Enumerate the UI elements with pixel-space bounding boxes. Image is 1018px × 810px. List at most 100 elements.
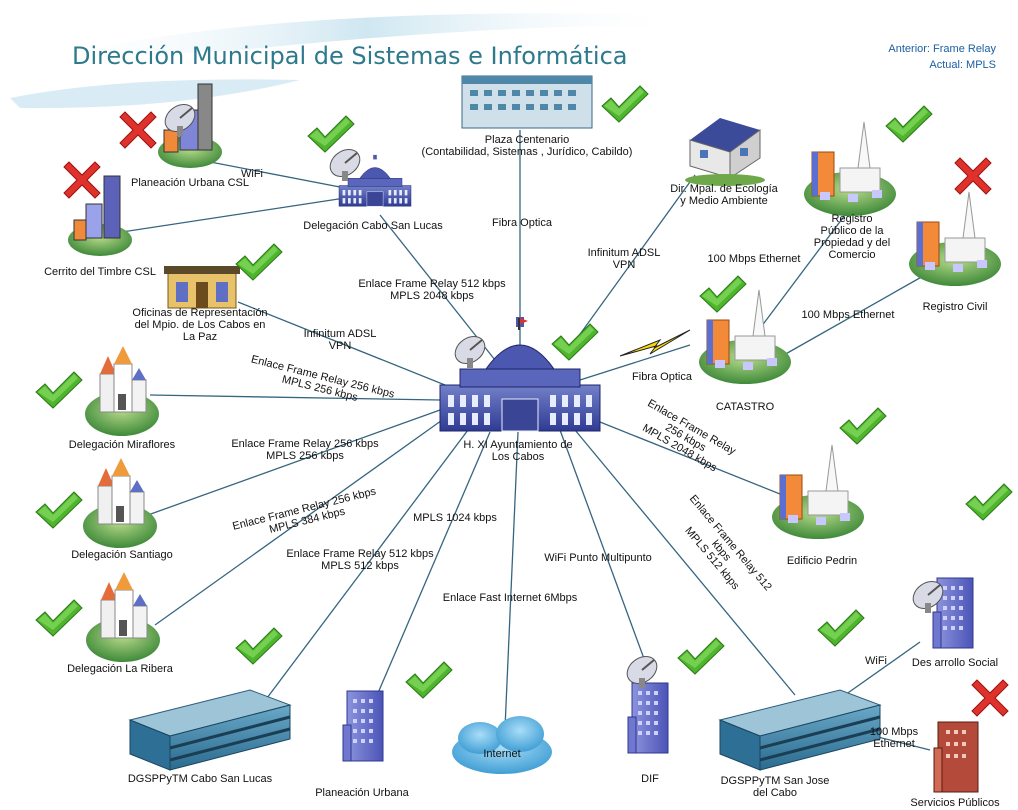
label-line: Ethernet (873, 738, 915, 750)
label-line: La Paz (183, 331, 217, 343)
status-ok-icon (601, 85, 649, 123)
link-label-desarrollo: WiFi (865, 655, 887, 667)
planeacion-csl-building-icon (158, 83, 222, 168)
label-line: Fibra Optica (492, 217, 553, 229)
node-label-dif: DIF (641, 773, 659, 785)
label-line: Edificio Pedrin (787, 555, 857, 567)
label-line: Enlace Frame Relay 512 kbps (358, 278, 506, 290)
link-label-registro-publico: 100 Mbps Ethernet (708, 253, 801, 265)
line-registro-civil (774, 274, 926, 361)
line-planeacion-csl (199, 159, 346, 189)
santiago-building-icon (82, 457, 158, 549)
status-ok-icon (839, 407, 887, 445)
label-line: del Cabo (753, 787, 797, 799)
delegacion-csl-dish-icon (324, 142, 366, 184)
registro-civil-campus-icon (908, 191, 1002, 287)
node-label-delegacion-csl: Delegación Cabo San Lucas (303, 220, 443, 232)
label-line: Enlace Frame Relay 512 kbps (286, 548, 434, 560)
planeacion-tower-icon (342, 690, 384, 762)
status-ok-icon (699, 275, 747, 313)
node-label-planeacion-csl: Planeación Urbana CSL (131, 177, 249, 189)
node-label-cerrito: Cerrito del Timbre CSL (44, 266, 156, 278)
line-santiago (147, 409, 441, 516)
label-line: Delegación Miraflores (69, 439, 176, 451)
label-line: Planeación Urbana CSL (131, 177, 249, 189)
node-label-internet: Internet (483, 748, 520, 760)
label-line: MPLS 512 kbps (682, 525, 741, 593)
line-registro-publico (754, 194, 861, 336)
status-ok-icon (551, 323, 599, 361)
internet-cloud-icon (452, 716, 552, 774)
status-error-icon (63, 161, 101, 199)
label-line: MPLS 1024 kbps (413, 512, 497, 524)
link-label-internet: Enlace Fast Internet 6Mbps (443, 592, 578, 604)
label-line: CATASTRO (716, 401, 775, 413)
status-error-icon (954, 157, 992, 195)
line-ribera (154, 417, 446, 626)
line-dif (559, 429, 651, 676)
registro-publico-campus-icon (803, 121, 897, 217)
node-label-registro-civil: Registro Civil (923, 301, 988, 313)
status-ok-icon (885, 105, 933, 143)
label-line: MPLS 256 kbps (266, 450, 344, 462)
node-label-desarrollo: Des arrollo Social (912, 657, 998, 669)
label-line: Planeación Urbana (315, 787, 409, 799)
node-label-planeacion: Planeación Urbana (315, 787, 409, 799)
line-sanjose (574, 429, 796, 696)
label-line: WiFi (241, 168, 263, 180)
status-ok-icon (35, 599, 83, 637)
label-line: Público de la (821, 225, 885, 237)
label-line: 100 Mbps (870, 726, 919, 738)
status-ok-icon (307, 115, 355, 153)
label-line: Oficinas de Representación (132, 307, 267, 319)
label-line: MPLS 512 kbps (321, 560, 399, 572)
flag-icon (520, 318, 528, 324)
label-line: H. XI Ayuntamiento de (463, 439, 572, 451)
label-line: Enlace Frame Relay 256 kbps (231, 438, 379, 450)
node-label-plaza: Plaza Centenario(Contabilidad, Sistemas … (422, 134, 633, 158)
page-title: Dirección Municipal de Sistemas e Inform… (72, 42, 628, 70)
status-error-icon (119, 111, 157, 149)
label-line: Registro Civil (923, 301, 988, 313)
label-line: Comercio (828, 249, 875, 261)
label-line: MPLS 2048 kbps (390, 290, 474, 302)
line-planeacion (374, 431, 491, 701)
dif-tower-icon (627, 682, 669, 754)
header-swoosh-left (10, 79, 300, 109)
line-dgscsl (257, 429, 469, 711)
label-line: Delegación Santiago (71, 549, 173, 561)
status-ok-icon (677, 637, 725, 675)
node-label-miraflores: Delegación Miraflores (69, 439, 176, 451)
label-line: Propiedad y del (814, 237, 890, 249)
status-error-icon (971, 679, 1009, 717)
line-lapaz (237, 301, 446, 386)
label-line: Registro (832, 213, 873, 225)
link-label-catastro: Fibra Optica (632, 371, 693, 383)
label-line: Delegación Cabo San Lucas (303, 220, 443, 232)
label-line: (Contabilidad, Sistemas , Jurídico, Cabi… (422, 146, 633, 158)
label-line: DGSPPyTM San Jose (721, 775, 830, 787)
label-line: 100 Mbps Ethernet (802, 309, 895, 321)
line-internet (504, 431, 519, 729)
label-line: Los Cabos (492, 451, 545, 463)
node-label-santiago: Delegación Santiago (71, 549, 173, 561)
label-line: Fibra Optica (632, 371, 693, 383)
status-ok-icon (817, 609, 865, 647)
label-line: Internet (483, 748, 520, 760)
label-line: Infinitum ADSL (304, 328, 377, 340)
status-ok-icon (235, 243, 283, 281)
node-label-servicios: Servicios Públicos (910, 797, 1000, 809)
line-csl (379, 214, 496, 361)
lapaz-office-icon (164, 266, 240, 309)
link-label-dif: WiFi Punto Multipunto (544, 552, 652, 564)
header-swoosh-top (40, 13, 692, 60)
label-line: VPN (329, 340, 352, 352)
label-line: Des arrollo Social (912, 657, 998, 669)
